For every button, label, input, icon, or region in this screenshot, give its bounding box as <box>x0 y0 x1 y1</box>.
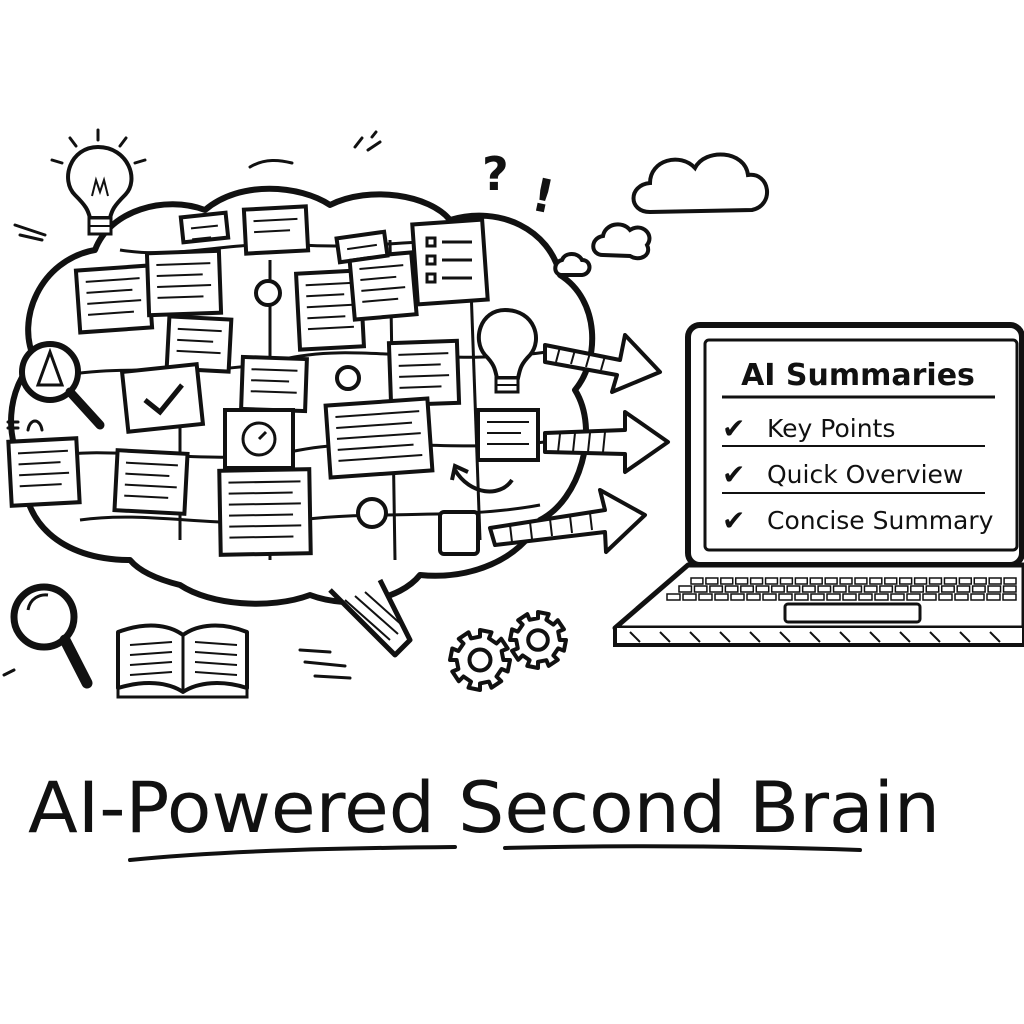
lightbulb-icon-inner <box>476 307 538 394</box>
magnifier-icon <box>19 341 105 430</box>
arrow-icon <box>438 333 670 556</box>
laptop-base-hatch <box>629 631 1001 643</box>
sticky-note <box>6 436 82 508</box>
lightbulb-icon <box>50 128 147 236</box>
sticky-note <box>217 467 313 557</box>
timer-card-icon <box>223 408 295 470</box>
headline-underline-left <box>128 845 457 862</box>
sticky-note <box>386 338 462 408</box>
screen-title: AI Summaries <box>741 358 975 393</box>
sticky-note <box>334 229 390 265</box>
summary-item-concise-summary: Concise Summary <box>767 506 994 535</box>
sticky-note <box>241 204 311 256</box>
check-icon: ✔ <box>722 412 745 445</box>
checkmark-card-icon <box>119 361 206 434</box>
book-icon <box>116 623 249 699</box>
headline: AI-Powered Second Brain <box>28 767 940 849</box>
headline-underline-right <box>503 844 862 852</box>
laptop-trackpad <box>783 602 922 624</box>
brain-nodes <box>254 279 388 529</box>
exclamation-mark: ! <box>527 167 559 224</box>
laptop-base-edge <box>613 628 1024 647</box>
doodle-strokes <box>2 130 382 680</box>
magnifier-icon-bottom <box>10 583 93 689</box>
sticky-note <box>112 448 190 516</box>
brain-stem-hatch <box>344 591 404 641</box>
sticky-note <box>476 408 540 462</box>
sticky-note <box>73 263 155 335</box>
cloud-icon <box>553 152 770 277</box>
sticky-note <box>164 314 234 374</box>
check-icon: ✔ <box>722 504 745 537</box>
brain-notes <box>6 204 540 557</box>
brain-stem <box>328 578 413 658</box>
summary-item-quick-overview: Quick Overview <box>767 460 963 489</box>
summary-item-key-points: Key Points <box>767 414 895 443</box>
checklist-card-icon <box>410 217 490 307</box>
laptop-keyboard <box>666 577 1017 601</box>
screen-list: ✔ Key Points ✔ Quick Overview ✔ Concise … <box>722 412 994 537</box>
sticky-note <box>178 210 231 245</box>
sticky-note <box>323 396 435 480</box>
laptop-icon: AI Summaries ✔ Key Points ✔ Quick Overvi… <box>612 322 1024 647</box>
sticky-note <box>239 354 309 414</box>
sticky-note <box>144 248 224 318</box>
sticky-note <box>347 250 419 322</box>
check-icon: ✔ <box>722 458 745 491</box>
question-mark: ? <box>482 147 509 201</box>
gears-icon <box>448 610 568 692</box>
